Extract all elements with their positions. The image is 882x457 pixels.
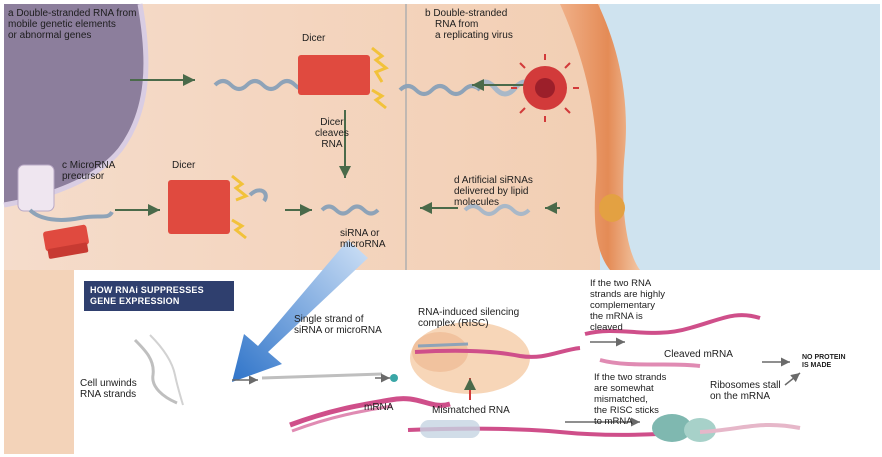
label-single-strand: Single strand ofsiRNA or microRNA [294,314,382,336]
label-mrna: mRNA [364,402,393,413]
label-dicer-cleaves: DicercleavesRNA [315,117,349,150]
banner-how-rnai: HOW RNAi SUPPRESSESGENE EXPRESSION [84,281,234,311]
label-unwinds: Cell unwindsRNA strands [80,378,137,400]
lipid-droplet [599,194,625,222]
dicer-top [298,55,370,95]
label-a: a Double-stranded RNA frommobile genetic… [8,8,136,41]
nuclear-pore [18,165,54,211]
extracellular-space [600,4,880,270]
label-mismatched: Mismatched RNA [432,405,510,416]
label-somewhat-mismatched: If the two strandsare somewhatmismatched… [594,372,666,427]
label-sirna: siRNA ormicroRNA [340,228,386,250]
label-c: c MicroRNAprecursor [62,160,115,182]
label-d: d Artificial siRNAsdelivered by lipidmol… [454,175,533,208]
label-cleaved-mrna: Cleaved mRNA [664,349,733,360]
dicer-left [168,180,230,234]
label-dicer-top: Dicer [302,33,325,44]
label-no-protein: NO PROTEINIS MADE [802,354,846,370]
label-highly-complementary: If the two RNAstrands are highlycompleme… [590,278,665,333]
label-ribosomes-stall: Ribosomes stallon the mRNA [710,380,781,402]
label-risc: RNA-induced silencingcomplex (RISC) [418,307,519,329]
label-dicer-left: Dicer [172,160,195,171]
label-b: b Double-strandedRNA froma replicating v… [425,8,513,41]
